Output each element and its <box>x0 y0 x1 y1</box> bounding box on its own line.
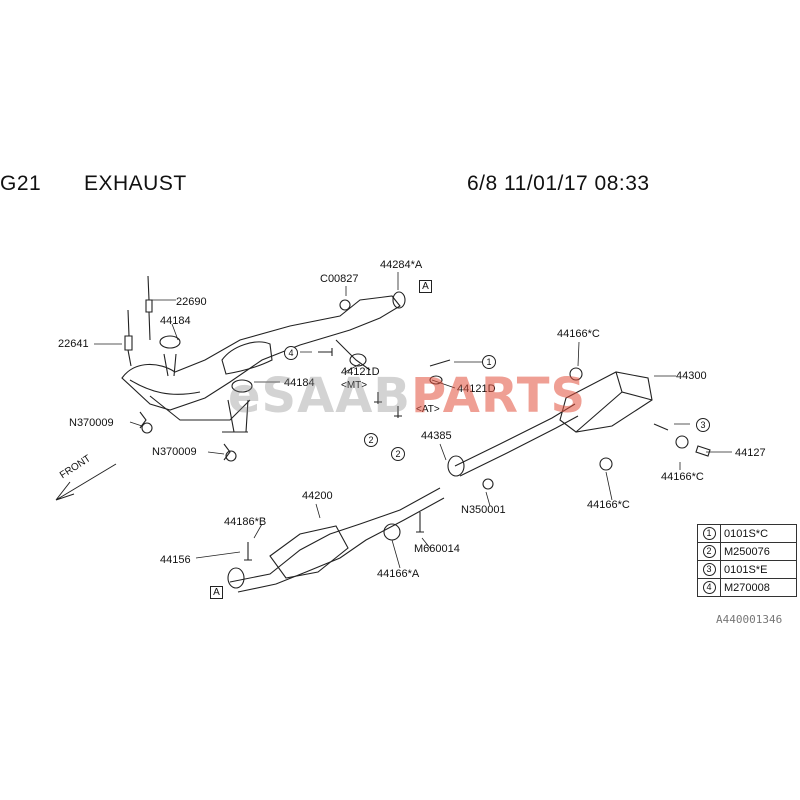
label-at-variant: <AT> <box>416 404 440 415</box>
oxygen-sensor-upper <box>145 275 153 341</box>
fastener-ref-2a: 2 <box>364 433 378 447</box>
legend-part-3: 0101S*E <box>720 560 797 579</box>
label-22641: 22641 <box>58 338 89 350</box>
gasket-44385 <box>447 455 465 477</box>
manifold-flange-left <box>159 335 181 377</box>
nut-n350001 <box>482 478 494 490</box>
label-n370009-left: N370009 <box>69 417 114 429</box>
legend-num-4: 4 <box>702 581 716 594</box>
nut-n370009-right <box>225 450 237 462</box>
label-44166a: 44166*A <box>377 568 420 580</box>
fastener-ref-2b: 2 <box>391 447 405 461</box>
bracket-44121d-mt <box>318 339 371 371</box>
front-pipe-outline <box>121 295 401 411</box>
label-44284a: 44284*A <box>380 259 423 271</box>
oxygen-sensor-lower <box>124 309 133 367</box>
legend-row: 1 0101S*C <box>697 524 797 543</box>
label-44200: 44200 <box>302 490 333 502</box>
label-44156: 44156 <box>160 554 191 566</box>
fastener-legend: 1 0101S*C 2 M250076 3 0101S*E 4 M270008 <box>697 524 797 597</box>
legend-num-1: 1 <box>702 527 716 540</box>
label-44184-top: 44184 <box>160 315 191 327</box>
label-44121d-at: 44121D <box>457 383 496 395</box>
gasket-44284a <box>392 291 406 309</box>
fastener-ref-3: 3 <box>696 418 710 432</box>
legend-part-1: 0101S*C <box>720 524 797 543</box>
legend-row: 2 M250076 <box>697 542 797 561</box>
figure-id: A440001346 <box>716 613 783 626</box>
legend-row: 3 0101S*E <box>697 560 797 579</box>
print-datetime: 6/8 11/01/17 08:33 <box>467 172 650 195</box>
front-catalyst <box>221 341 273 375</box>
label-mt-variant: <MT> <box>341 380 368 391</box>
legend-part-2: M250076 <box>720 542 797 561</box>
label-44186b: 44186*B <box>224 516 267 528</box>
nut-n370009-left <box>141 422 153 434</box>
label-44121d-mt: 44121D <box>341 366 380 378</box>
fastener-ref-4: 4 <box>284 346 298 360</box>
fastener-ref-1: 1 <box>482 355 496 369</box>
legend-row: 4 M270008 <box>697 578 797 597</box>
section-code: G21 <box>0 172 42 195</box>
hanger-44166a <box>383 523 401 541</box>
label-44127: 44127 <box>735 447 766 459</box>
legend-num-2: 2 <box>702 545 716 558</box>
label-44184-mid: 44184 <box>284 377 315 389</box>
label-44166c-bottom: 44166*C <box>587 499 630 511</box>
label-44166c-top: 44166*C <box>557 328 600 340</box>
center-pipe-flange <box>227 567 245 589</box>
watermark-logo: eSAABPARTS <box>228 368 587 424</box>
section-title: EXHAUST <box>84 172 187 195</box>
manifold-flange-right <box>222 379 253 433</box>
nut-c00827 <box>339 299 351 311</box>
rear-pipe <box>454 403 579 477</box>
label-n370009-right: N370009 <box>152 446 197 458</box>
center-catalyst-44200 <box>269 525 349 579</box>
legend-part-4: M270008 <box>720 578 797 597</box>
label-22690: 22690 <box>176 296 207 308</box>
bracket-44121d-at <box>429 359 451 385</box>
label-44385: 44385 <box>421 430 452 442</box>
label-44300: 44300 <box>676 370 707 382</box>
label-c00827: C00827 <box>320 273 359 285</box>
label-m660014: M660014 <box>414 543 460 555</box>
label-44166c-right: 44166*C <box>661 471 704 483</box>
muffler-44300 <box>559 371 653 433</box>
label-n350001: N350001 <box>461 504 506 516</box>
center-pipe <box>229 487 445 593</box>
ref-box-a-top: A <box>419 280 432 293</box>
legend-num-3: 3 <box>702 563 716 576</box>
ref-box-a-bottom: A <box>210 586 223 599</box>
